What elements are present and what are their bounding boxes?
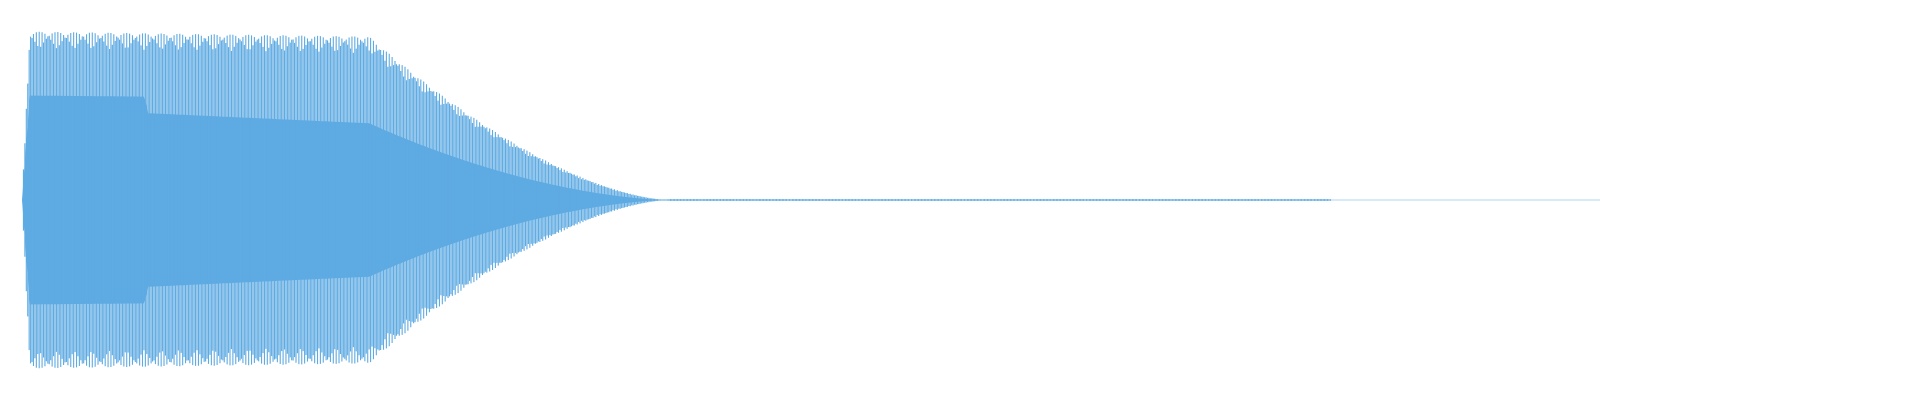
waveform-panel [22,31,1600,369]
waveform [22,31,1600,369]
